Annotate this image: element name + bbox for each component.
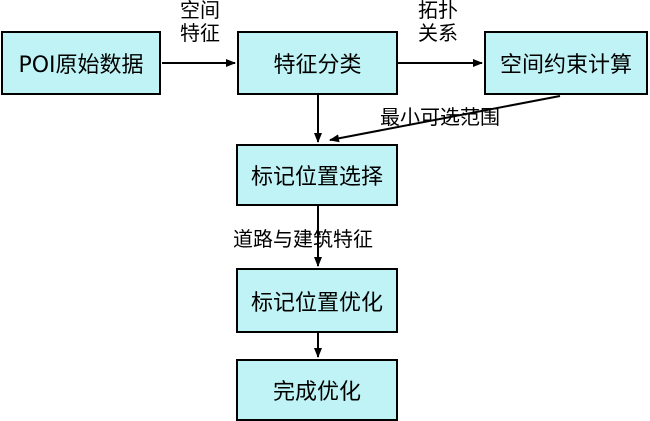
edge-label-road-building-features: 道路与建筑特征: [233, 227, 373, 251]
edge-label-spatial-feature-line2: 特征: [180, 21, 220, 45]
edge-label-spatial-feature-line1: 空间: [180, 0, 220, 22]
edge-label-topology: 拓扑 关系: [408, 0, 468, 45]
edge-label-spatial-feature: 空间 特征: [170, 0, 230, 45]
node-label-position-optimization: 标记位置优化: [236, 268, 398, 333]
node-optimization-complete: 完成优化: [236, 359, 398, 421]
arrow-constraint-to-selection: [329, 95, 561, 143]
edge-label-min-selectable-range: 最小可选范围: [380, 105, 500, 129]
edge-label-topology-line1: 拓扑: [418, 0, 458, 22]
node-spatial-constraint: 空间约束计算: [484, 31, 648, 95]
node-label-position-selection: 标记位置选择: [236, 144, 398, 206]
edge-label-topology-line2: 关系: [418, 21, 458, 45]
node-feature-classification: 特征分类: [237, 31, 398, 95]
node-poi-data: POI原始数据: [1, 31, 161, 95]
